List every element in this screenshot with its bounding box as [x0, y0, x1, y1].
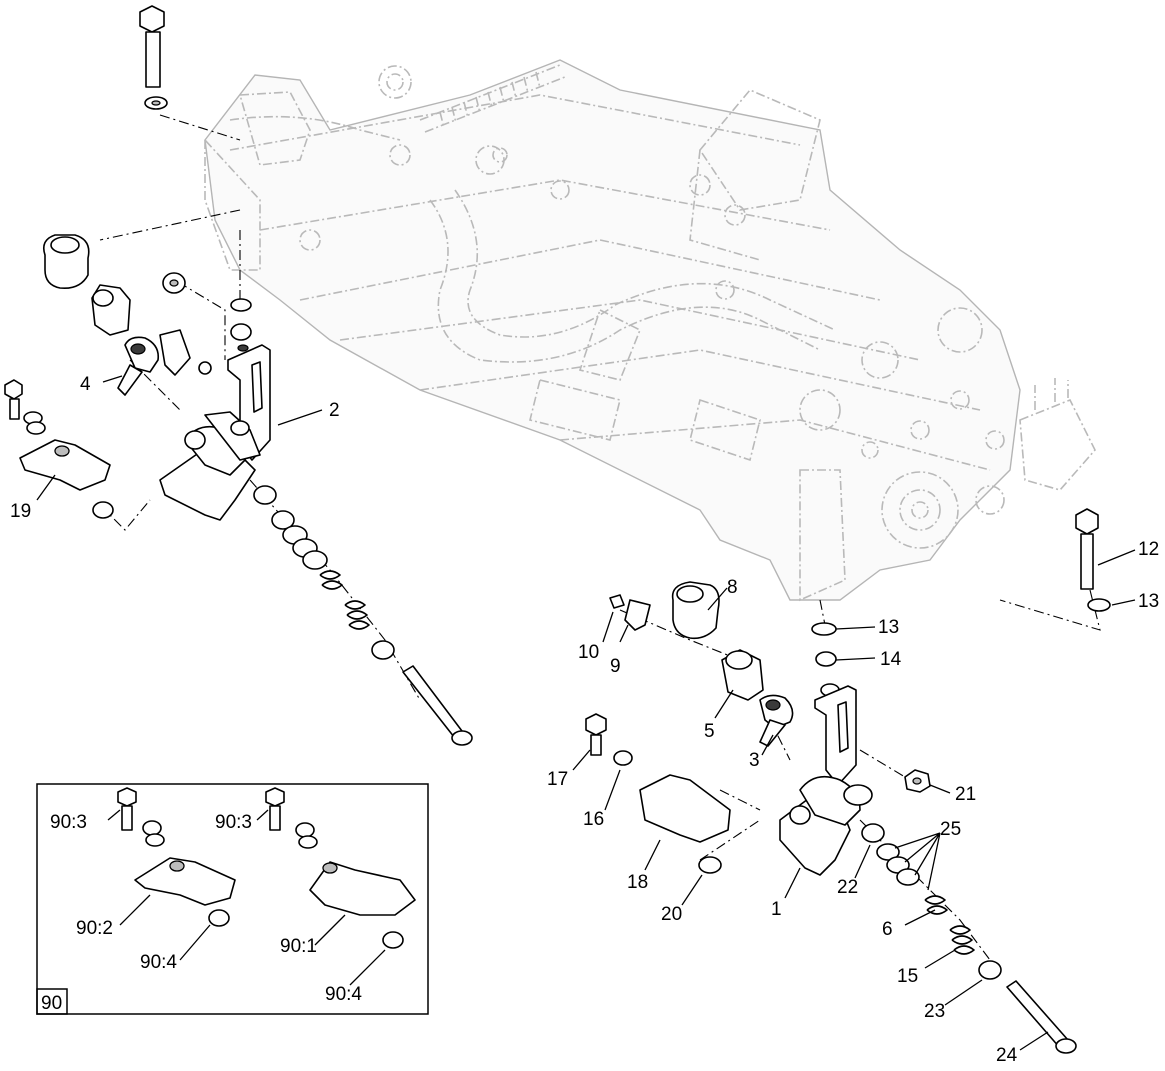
callout-13-center: 13 [878, 617, 899, 638]
frame-spring [419, 64, 566, 133]
callout-20: 20 [661, 904, 682, 925]
right-bolt-12 [1075, 508, 1111, 612]
callout-14: 14 [880, 649, 902, 670]
right-bolt-17-16 [585, 713, 633, 766]
left-spring-stack [253, 485, 473, 746]
left-bolt-and-pedal-19 [4, 379, 114, 519]
right-parts-5-3 [721, 649, 794, 747]
right-pedal-18 [639, 774, 731, 874]
right-holder-1 [779, 775, 873, 876]
callout-21: 21 [955, 784, 976, 805]
callout-24: 24 [996, 1045, 1018, 1066]
callout-18: 18 [627, 872, 648, 893]
callout-25: 25 [940, 819, 961, 840]
callout-1: 1 [771, 899, 782, 920]
callout-16: 16 [583, 809, 604, 830]
callout-15: 15 [897, 966, 918, 987]
left-holder-1 [159, 411, 261, 521]
leader-lines [36, 375, 1136, 1051]
callout-labels: 1 2 3 4 5 6 8 9 10 12 13 13 14 15 16 17 … [10, 374, 1159, 1066]
callout-2: 2 [329, 400, 340, 421]
callout-19: 19 [10, 501, 31, 522]
callout-3: 3 [749, 750, 760, 771]
top-bolt [139, 5, 168, 110]
callout-6: 6 [882, 919, 893, 940]
inset-label-90-4-right: 90:4 [325, 984, 362, 1005]
inset-tag: 90 [41, 993, 62, 1014]
callout-4: 4 [80, 374, 91, 395]
left-bracket-2 [227, 298, 271, 461]
left-lever-4 [117, 272, 212, 396]
inset-label-90-3-left: 90:3 [50, 812, 87, 833]
callout-10: 10 [578, 642, 599, 663]
inset-label-90-2: 90:2 [76, 918, 113, 939]
callout-8: 8 [727, 577, 738, 598]
inset-label-90-1: 90:1 [280, 936, 317, 957]
right-small-parts-8-9-10 [609, 581, 720, 640]
callout-23: 23 [924, 1001, 945, 1022]
right-spring-stack [861, 823, 1077, 1054]
inset-label-90-4-left: 90:4 [140, 952, 177, 973]
callout-13-right: 13 [1138, 591, 1159, 612]
callout-5: 5 [704, 721, 715, 742]
inset-label-90-3-right: 90:3 [215, 812, 252, 833]
mower-frame-ghost [204, 59, 1096, 602]
callout-9: 9 [610, 656, 621, 677]
callout-22: 22 [837, 877, 858, 898]
callout-17: 17 [547, 769, 568, 790]
callout-12: 12 [1138, 539, 1159, 560]
kit-inset-90: 90 90:3 90:3 90:2 90:4 90:1 90:4 [36, 783, 429, 1015]
right-nut-21 [904, 769, 931, 793]
right-bracket-2 [814, 683, 857, 786]
right-washers-13-14 [811, 622, 837, 667]
left-knob [42, 234, 131, 336]
